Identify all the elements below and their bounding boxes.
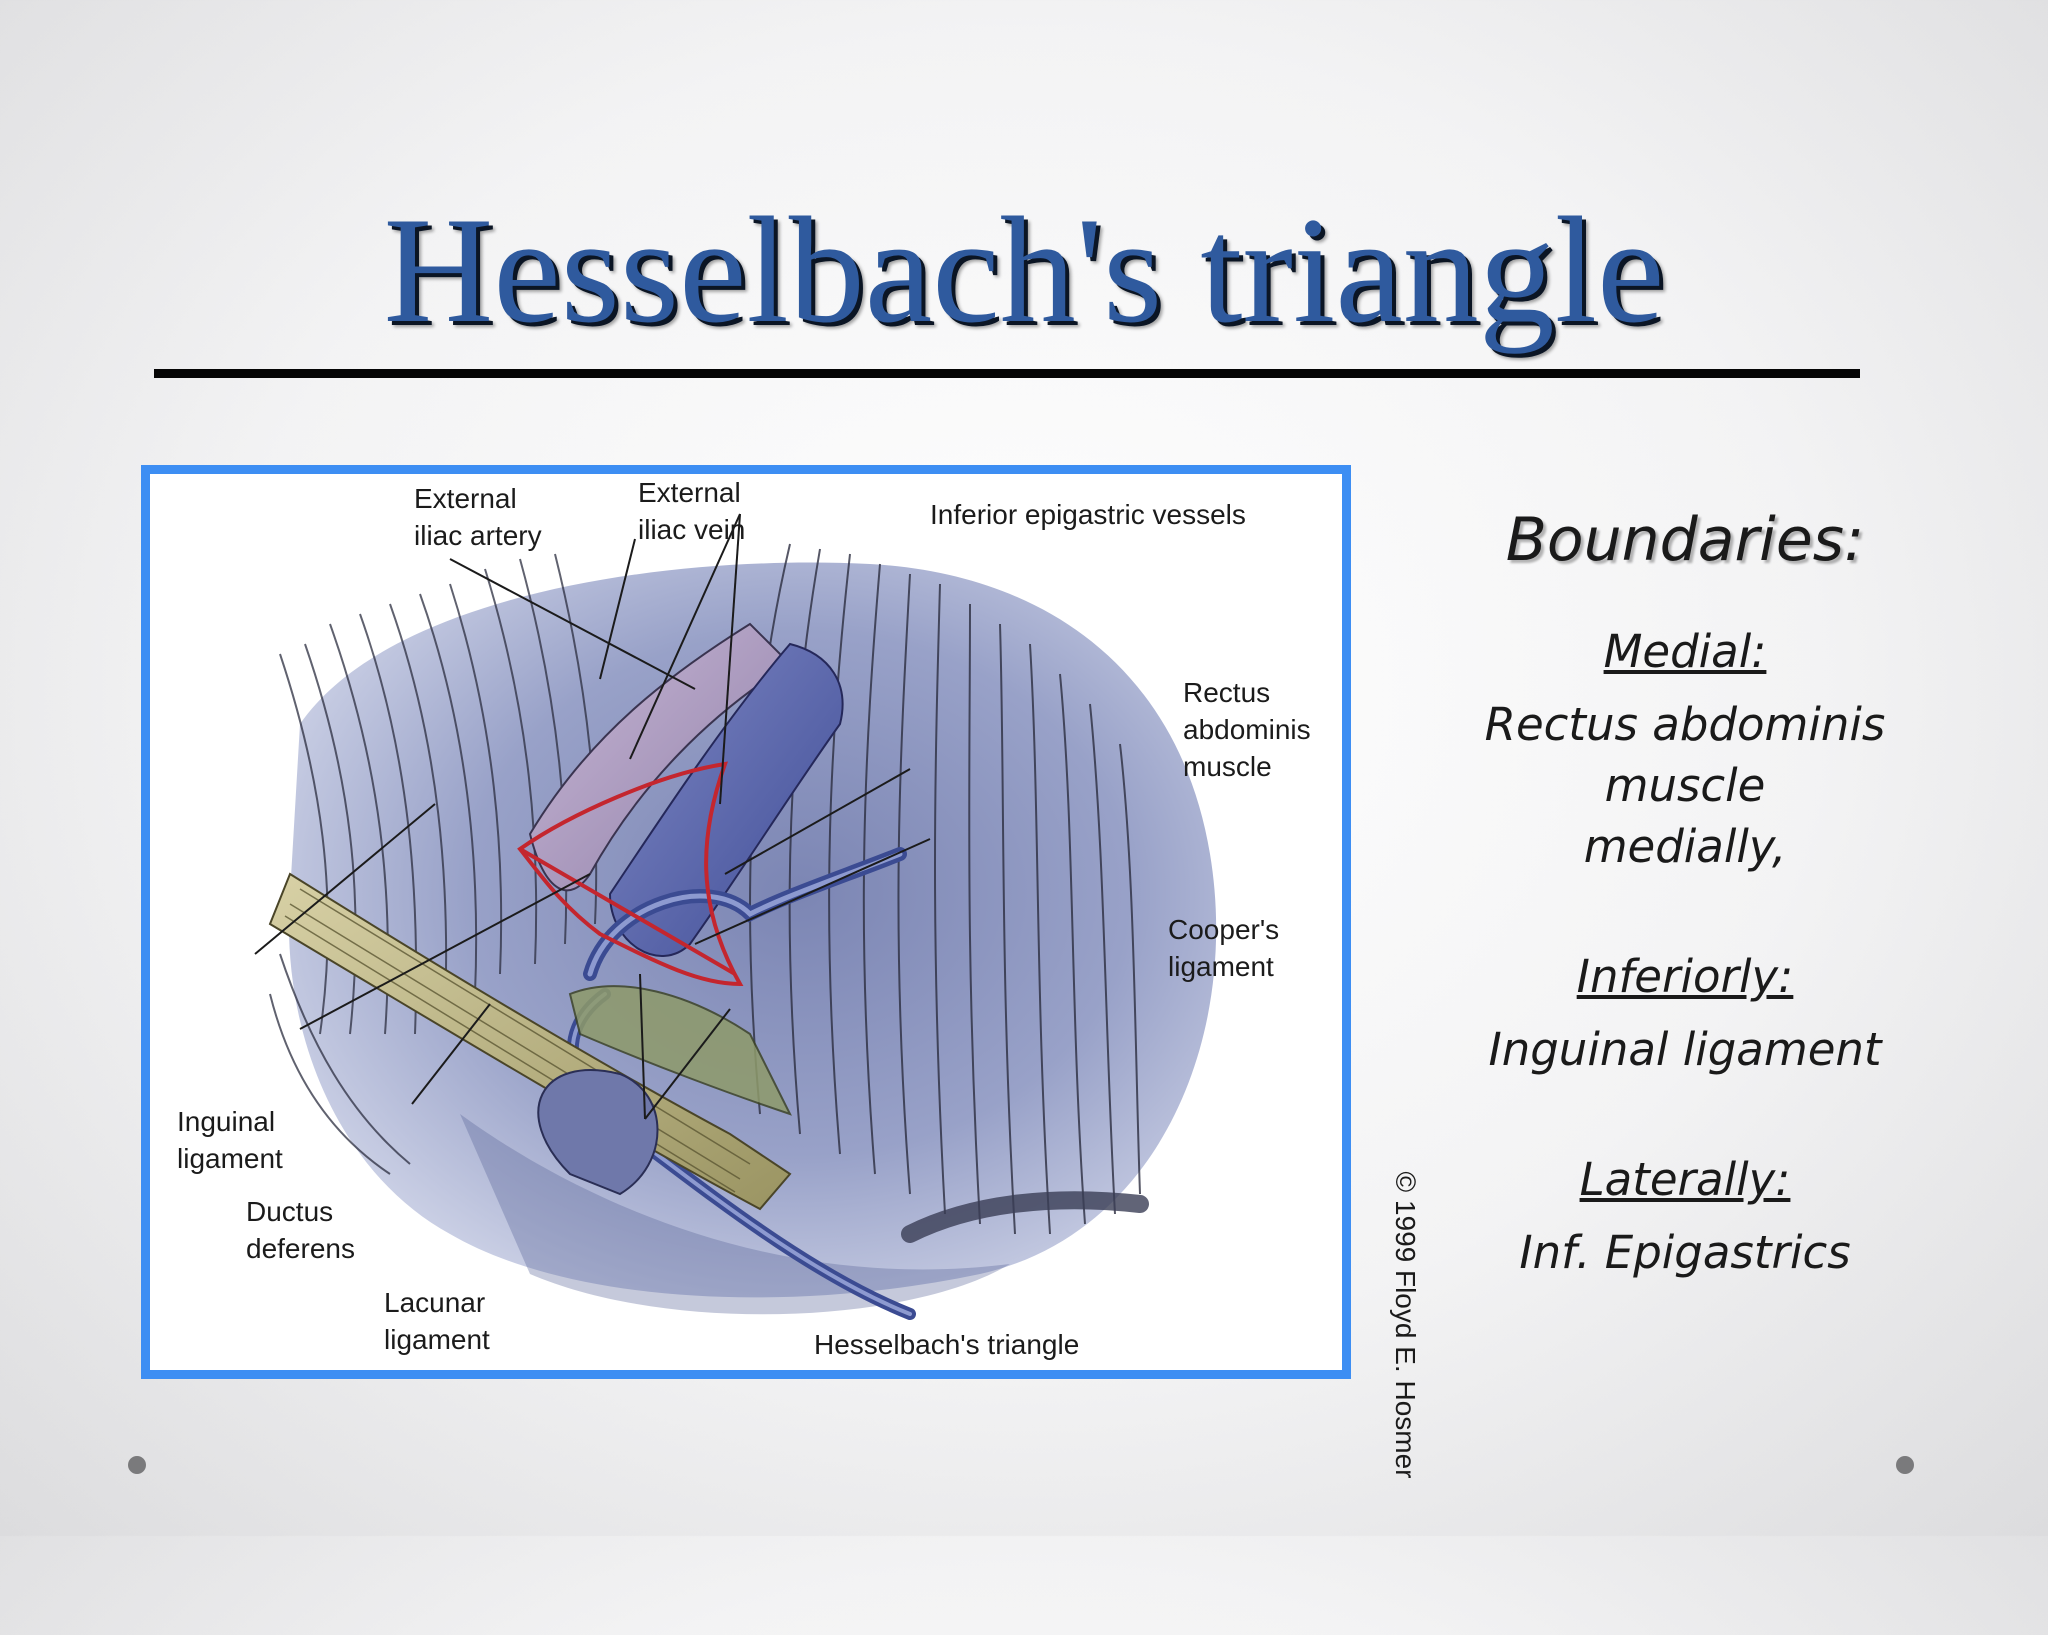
anatomy-illustration: [254, 513, 1217, 1320]
tissue-background: [288, 562, 1217, 1298]
inferior-label: Inferiorly:: [1576, 950, 1794, 1003]
inferior-text: Inguinal ligament: [1488, 1023, 1882, 1076]
lateral-label: Laterally:: [1579, 1153, 1791, 1206]
coopers-ligament-region: [568, 985, 792, 1116]
slide-title: Hesselbach's triangle: [383, 186, 1665, 354]
label-rectus-abdominis: Rectus abdominis muscle: [1183, 677, 1311, 782]
label-coopers-ligament: Cooper's ligament: [1168, 914, 1280, 982]
figure-credit: © 1999 Floyd E. Hosmer: [1375, 1015, 1435, 1635]
lateral-text: Inf. Epigastrics: [1519, 1226, 1851, 1279]
leader-lines: [254, 513, 931, 1120]
boundaries-panel: Boundaries: Medial: Rectus abdominis mus…: [1440, 500, 1930, 1283]
slide-corner-dot-right: [1896, 1456, 1914, 1474]
boundaries-heading: Boundaries:: [1505, 505, 1865, 575]
rectus-fibers: [749, 543, 1141, 1235]
medial-text: Rectus abdominis muscle medially,: [1484, 698, 1886, 873]
label-external-iliac-vein: External iliac vein: [638, 477, 746, 545]
lower-vessel: [537, 1069, 659, 1196]
label-external-iliac-artery: External iliac artery: [414, 483, 542, 551]
slide-corner-dot-left: [128, 1456, 146, 1474]
label-inferior-epigastric-vessels: Inferior epigastric vessels: [930, 499, 1246, 530]
figure-credit-text: © 1999 Floyd E. Hosmer: [1390, 1171, 1421, 1479]
external-iliac-vein: [608, 642, 844, 957]
label-ductus-deferens: Ductus deferens: [246, 1196, 355, 1264]
external-iliac-artery: [528, 622, 792, 892]
inguinal-ligament-band: [268, 872, 792, 1211]
anatomy-figure: External iliac artery External iliac vei…: [141, 465, 1421, 1478]
lower-shadow: [460, 1114, 1010, 1315]
medial-label: Medial:: [1603, 625, 1767, 678]
muscle-fibers-left: [269, 553, 598, 1175]
title-underline: [154, 369, 1860, 378]
label-hesselbachs-triangle: Hesselbach's triangle: [814, 1329, 1080, 1360]
label-lacunar-ligament: Lacunar ligament: [384, 1287, 490, 1355]
hesselbach-triangle-outline: [517, 761, 744, 987]
label-inguinal-ligament: Inguinal ligament: [177, 1106, 283, 1174]
